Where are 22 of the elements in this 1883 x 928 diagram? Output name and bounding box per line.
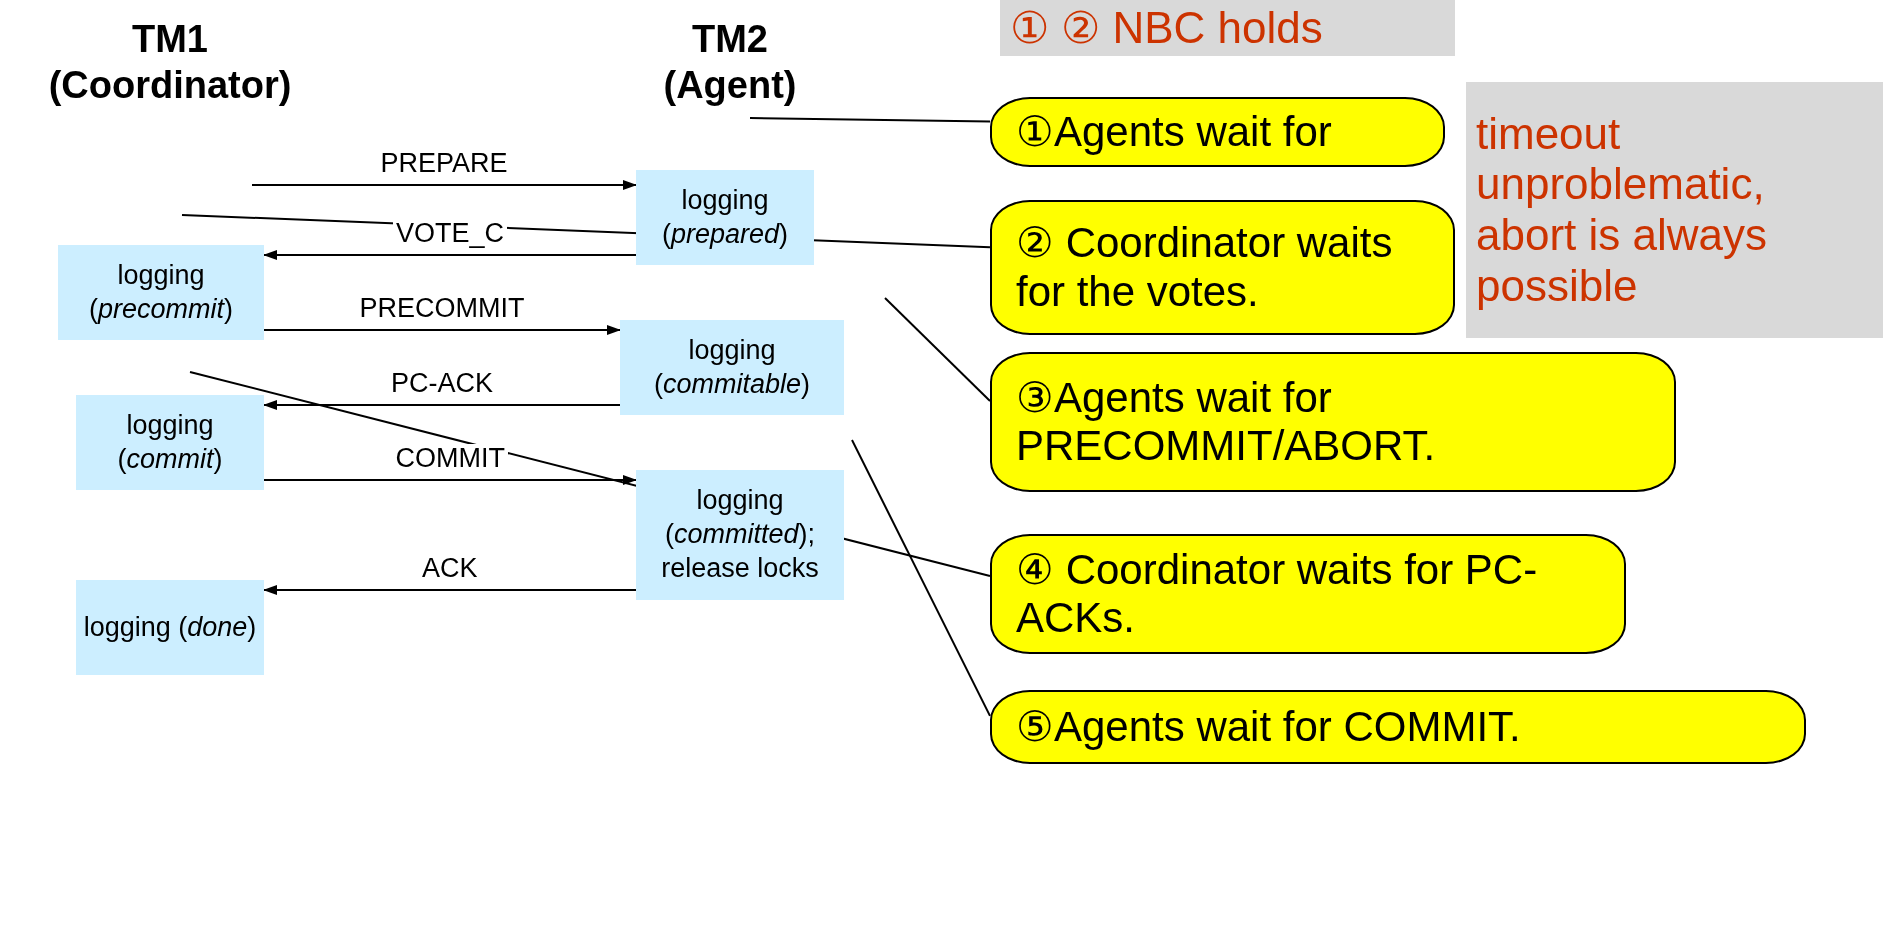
message-arrow bbox=[263, 325, 621, 335]
logging-note: logging (done) bbox=[76, 580, 264, 675]
edge-label: VOTE_C bbox=[393, 219, 508, 249]
callout-bubble: ①Agents wait for bbox=[990, 97, 1445, 167]
logging-note: logging (prepared) bbox=[636, 170, 814, 265]
participant-heading: TM2 (Agent) bbox=[630, 8, 830, 118]
message-arrow bbox=[263, 400, 621, 410]
message-arrow bbox=[263, 475, 637, 485]
participant-heading: TM1 (Coordinator) bbox=[10, 8, 330, 118]
logging-note: logging (commit) bbox=[76, 395, 264, 490]
note-panel: timeout unproblematic, abort is always possible bbox=[1466, 82, 1883, 338]
callout-bubble: ⑤Agents wait for COMMIT. bbox=[990, 690, 1806, 764]
message-arrow bbox=[263, 585, 637, 595]
callout-bubble: ③Agents wait for PRECOMMIT/ABORT. bbox=[990, 352, 1676, 492]
logging-note: logging (commitable) bbox=[620, 320, 844, 415]
note-panel: ① ② NBC holds bbox=[1000, 0, 1455, 56]
message-arrow bbox=[263, 250, 637, 260]
callout-bubble: ② Coordinator waits for the votes. bbox=[990, 200, 1455, 335]
callout-bubble: ④ Coordinator waits for PC-ACKs. bbox=[990, 534, 1626, 654]
logging-note: logging (precommit) bbox=[58, 245, 264, 340]
logging-note: logging (committed); release locks bbox=[636, 470, 844, 600]
message-arrow bbox=[251, 180, 637, 190]
